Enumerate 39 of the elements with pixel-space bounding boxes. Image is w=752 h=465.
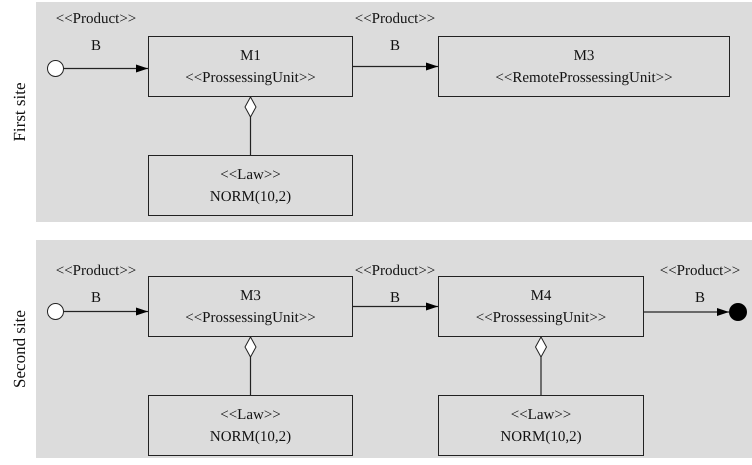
edge-label: <<Product>> B bbox=[56, 10, 136, 56]
aggregation-line bbox=[244, 336, 256, 395]
unit-box bbox=[148, 395, 353, 456]
box-title: <<Law>> bbox=[510, 406, 572, 424]
edge-label: <<Product>> B bbox=[660, 262, 740, 308]
box-title: M3 bbox=[574, 46, 594, 66]
box-title: M4 bbox=[530, 286, 552, 306]
box-text: NORM(10,2) bbox=[210, 428, 292, 446]
edge-label: <<Product>> B bbox=[56, 262, 136, 308]
unit-box bbox=[148, 276, 353, 337]
box-text: <<ProssessingUnit>> bbox=[185, 68, 316, 88]
box-title: M3 bbox=[240, 286, 261, 306]
edge-label: <<Product>> B bbox=[354, 262, 436, 308]
unit-box bbox=[148, 36, 353, 97]
box-text: <<ProssessingUnit>> bbox=[476, 308, 606, 328]
box-text: <<ProssessingUnit>> bbox=[185, 308, 316, 328]
end-dot bbox=[729, 303, 747, 321]
box-text: NORM(10,2) bbox=[210, 188, 292, 206]
start-circle bbox=[47, 60, 64, 77]
box-title: <<Law>> bbox=[220, 406, 281, 424]
unit-box bbox=[438, 36, 730, 97]
aggregation-line bbox=[244, 96, 256, 155]
aggregation-line bbox=[535, 336, 547, 395]
box-text: NORM(10,2) bbox=[500, 428, 582, 446]
site-label: First site bbox=[10, 82, 30, 142]
arrow bbox=[64, 64, 148, 72]
box-text: <<RemoteProssessingUnit>> bbox=[495, 68, 673, 88]
unit-box bbox=[438, 395, 644, 456]
unit-box bbox=[438, 276, 644, 337]
start-circle bbox=[47, 303, 64, 320]
arrow bbox=[353, 302, 438, 310]
box-title: <<Law>> bbox=[220, 166, 281, 184]
unit-box bbox=[148, 155, 353, 216]
edge-label: <<Product>> B bbox=[354, 10, 436, 56]
arrow bbox=[644, 308, 729, 316]
arrow bbox=[64, 308, 148, 316]
box-title: M1 bbox=[240, 46, 261, 66]
site-label: Second site bbox=[10, 310, 30, 388]
arrow bbox=[353, 62, 438, 70]
